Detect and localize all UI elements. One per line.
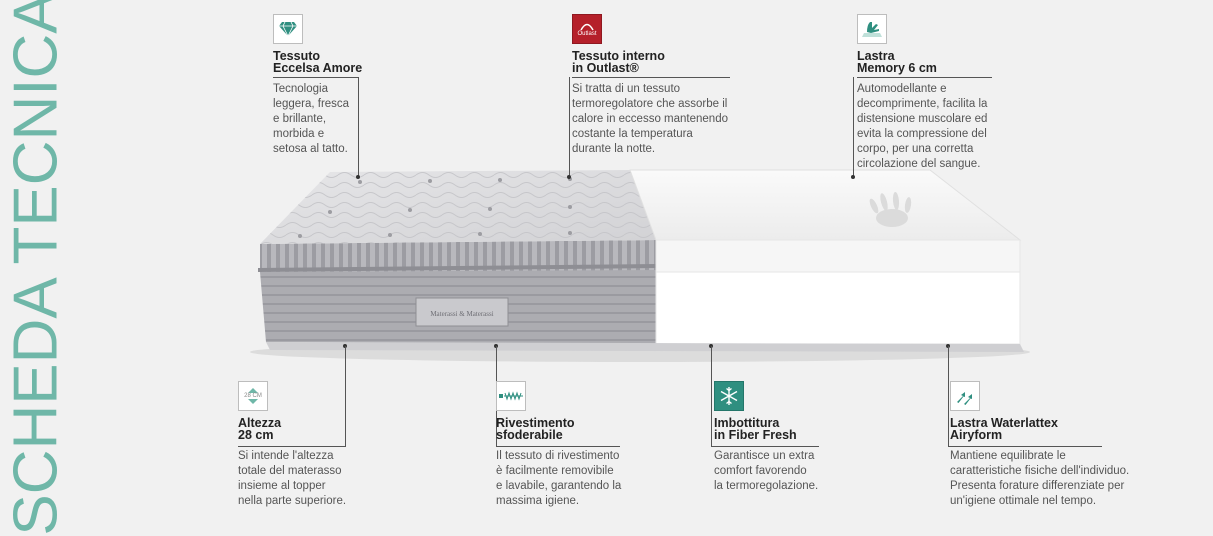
diamond-icon [273, 14, 303, 44]
height-icon-text: 28 CM [244, 393, 262, 399]
base-edge [266, 342, 1024, 352]
outlast-logo-icon: Outlast [572, 14, 602, 44]
connector-v-7 [948, 346, 949, 446]
connector-h-7 [948, 446, 1102, 447]
connector-v-4 [345, 346, 346, 446]
height-arrows-icon: 28 CM [238, 381, 268, 411]
connector-v-6 [711, 346, 712, 446]
feature-title: Lastra Waterlattex Airyform [950, 416, 1058, 442]
connector-h-4 [238, 446, 346, 447]
feature-fiber-fresh: Imbottitura in Fiber Fresh Garantisce un… [714, 381, 844, 494]
tufting [298, 177, 572, 238]
waterlattex-layer [655, 271, 1021, 345]
feature-title: Altezza 28 cm [238, 416, 282, 442]
feature-title: Lastra Memory 6 cm [857, 49, 937, 75]
quilt-texture [260, 170, 656, 244]
feature-title: Tessuto Eccelsa Amore [273, 49, 363, 75]
feature-description: Tecnologia leggera, fresca e brillante, … [273, 83, 350, 155]
memory-foam-top [629, 169, 1022, 241]
connector-h-6 [711, 446, 819, 447]
connector-v-2 [569, 77, 570, 177]
feature-description: Si tratta di un tessuto termoregolatore … [572, 83, 728, 155]
feature-waterlattex: Lastra Waterlattex Airyform Mantiene equ… [950, 381, 1155, 509]
handprint [869, 192, 912, 227]
brand-tag-text: Materassi & Materassi [430, 310, 493, 318]
feature-altezza: 28 CM Altezza 28 cm Si intende l'altezza… [238, 381, 368, 509]
connector-v-1 [358, 77, 359, 177]
feature-title: Rivestimento sfoderabile [496, 416, 575, 442]
connector-v-3 [853, 77, 854, 177]
feature-description: Automodellante e decomprimente, facilita… [857, 83, 988, 170]
connector-h-2 [572, 77, 730, 78]
feature-description: Garantisce un extra comfort favorendo la… [714, 450, 819, 492]
snowflake-icon [714, 381, 744, 411]
pointer-dot-2 [567, 175, 571, 179]
pointer-dot-3 [851, 175, 855, 179]
connector-h-3 [857, 77, 992, 78]
hand-press-icon [857, 14, 887, 44]
zipper-icon [496, 381, 526, 411]
feature-description: Mantiene equilibrate le caratteristiche … [950, 450, 1130, 507]
memory-foam-side [655, 239, 1021, 273]
brand-tag [415, 297, 509, 327]
piping [258, 264, 656, 272]
outlast-icon-text: Outlast [577, 31, 597, 37]
feature-memory: Lastra Memory 6 cm Automodellante e deco… [857, 14, 997, 172]
feature-tessuto-eccelsa: Tessuto Eccelsa Amore Tecnologia leggera… [273, 14, 388, 157]
feature-outlast: Outlast Tessuto interno in Outlast® Si t… [572, 14, 742, 157]
airflow-arrows-icon [950, 381, 980, 411]
feature-title: Imbottitura in Fiber Fresh [714, 416, 797, 442]
topper-stripe-band [260, 240, 656, 272]
pointer-dot-1 [356, 175, 360, 179]
feature-description: Si intende l'altezza totale del materass… [238, 450, 347, 507]
feature-rivestimento: Rivestimento sfoderabile Il tessuto di r… [496, 381, 646, 509]
connector-h-1 [273, 77, 359, 78]
feature-title: Tessuto interno in Outlast® [572, 49, 665, 75]
connector-h-5 [496, 446, 620, 447]
feature-description: Il tessuto di rivestimento è facilmente … [496, 450, 622, 507]
